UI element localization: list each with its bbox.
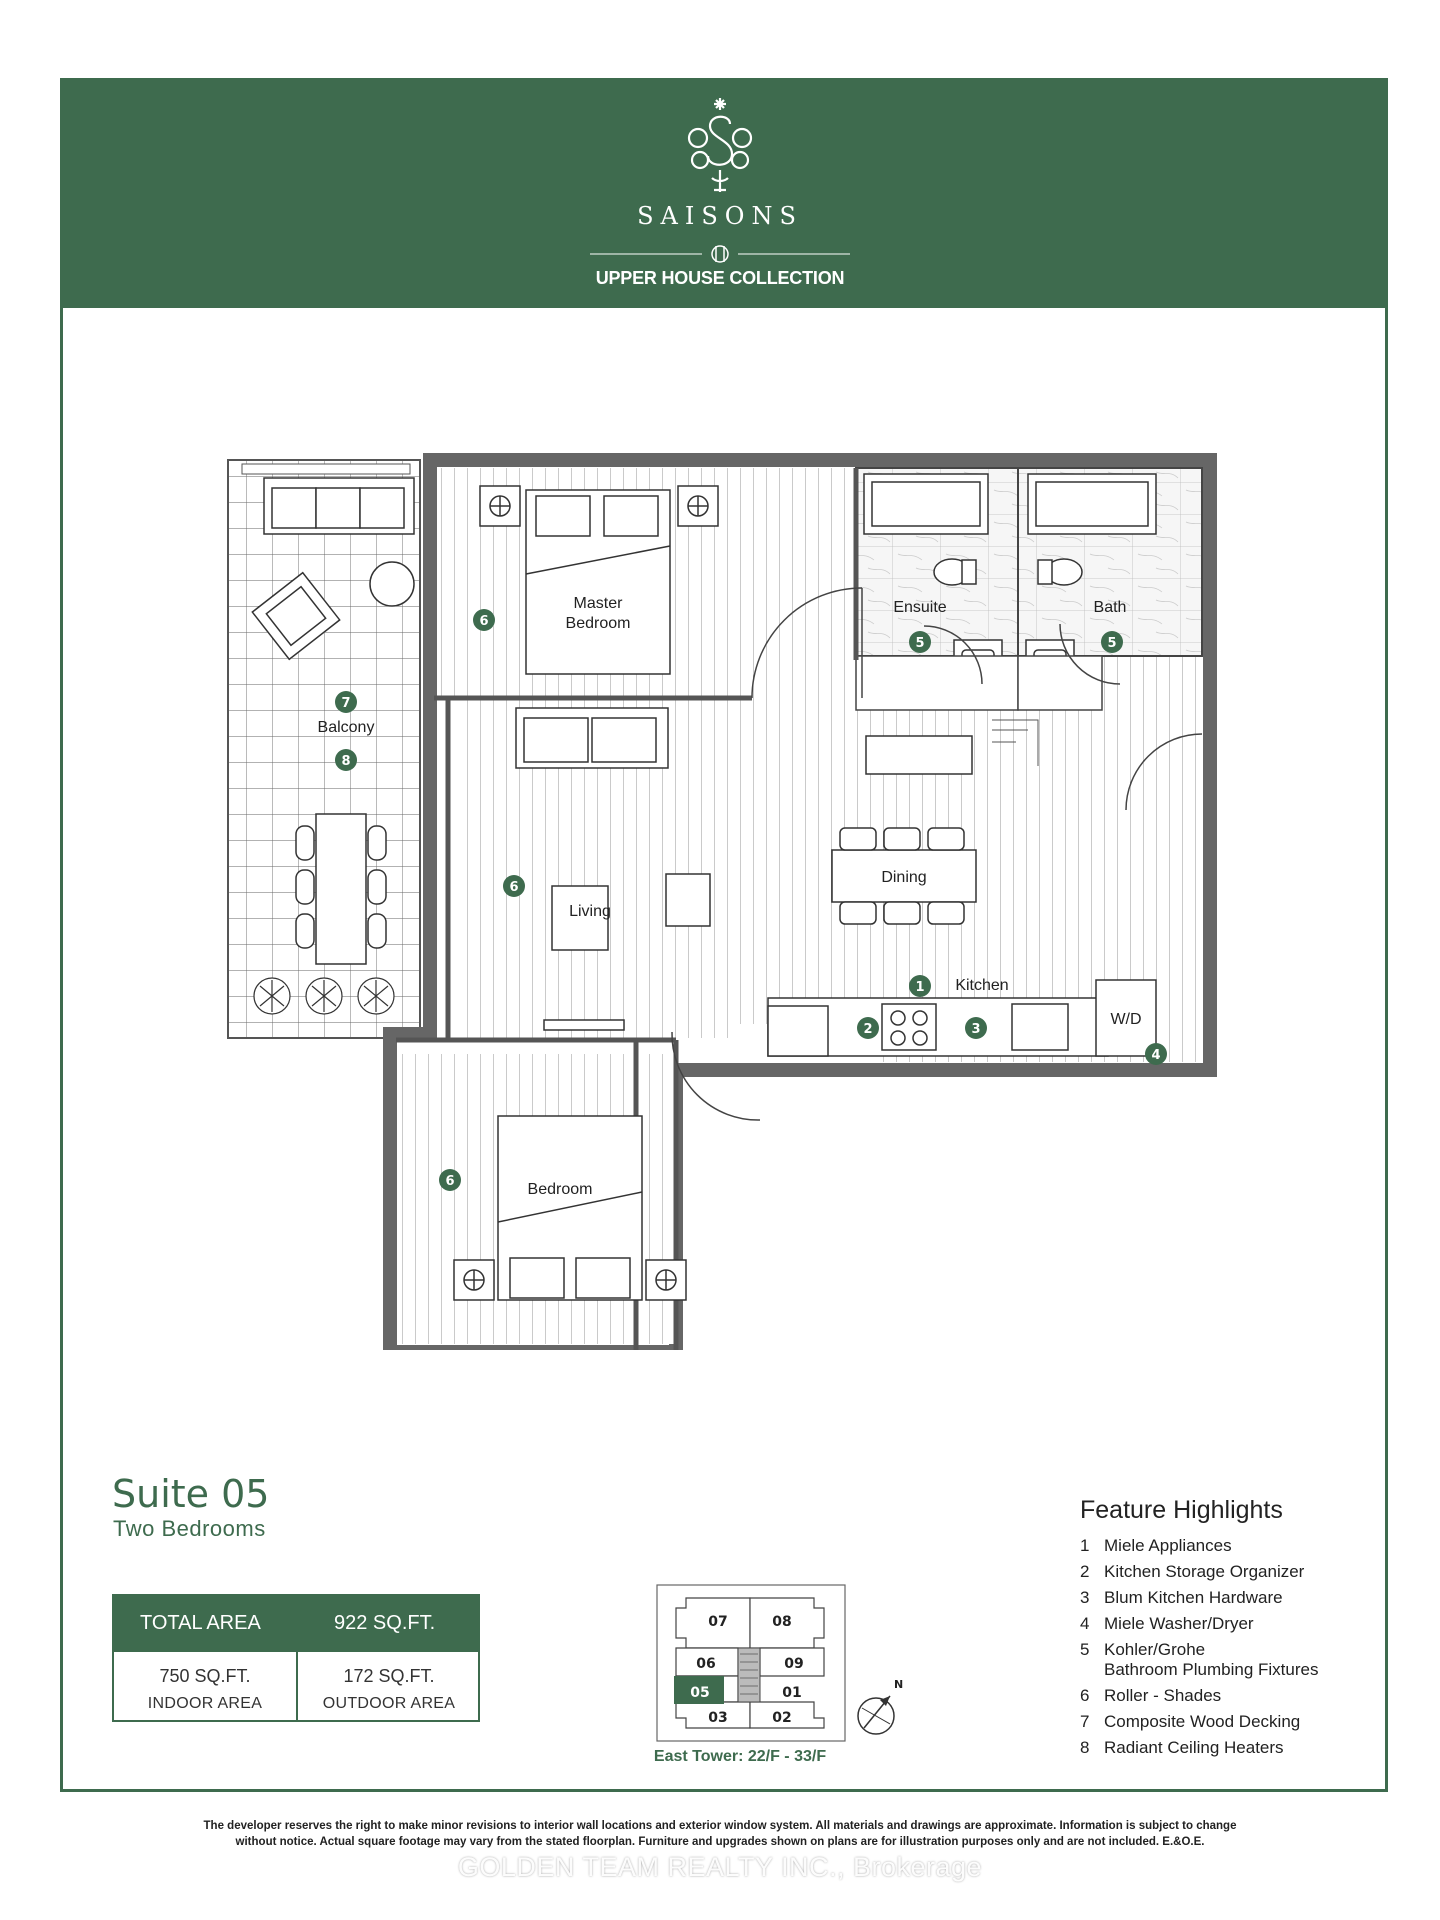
unit-label: 02	[772, 1710, 791, 1726]
compass-north-label: N	[894, 1678, 903, 1691]
label-master-bedroom-line2: Bedroom	[566, 615, 631, 632]
label-master-bedroom-line1: Master	[574, 595, 624, 612]
label-kitchen: Kitchen	[955, 977, 1008, 994]
unit-label: 01	[782, 1685, 801, 1701]
brand-divider-icon	[590, 245, 850, 263]
svg-text:4: 4	[1151, 1048, 1160, 1063]
key-plan-highlight	[674, 1676, 724, 1704]
collection-name: UPPER HOUSE COLLECTION	[595, 268, 845, 288]
balcony-armchair	[251, 571, 341, 661]
outdoor-area-label: OUTDOOR AREA	[322, 1695, 456, 1712]
label-ensuite: Ensuite	[893, 599, 946, 616]
dining-set	[831, 827, 977, 925]
brand-name: SAISONS	[637, 202, 803, 230]
bedroom-bed	[453, 1115, 687, 1301]
svg-text:3: 3	[971, 1022, 980, 1037]
suite-title: Suite 05	[112, 1472, 270, 1516]
label-washer-dryer: W/D	[1110, 1011, 1141, 1028]
cooktop	[881, 1003, 937, 1051]
marker-hardware: 3	[965, 1017, 987, 1039]
balcony-dining-set	[295, 813, 387, 965]
outdoor-area-cell: 172 SQ.FT. OUTDOOR AREA	[298, 1652, 480, 1720]
marker-balcony-bottom: 8	[335, 749, 357, 771]
unit-label: 09	[784, 1656, 803, 1672]
indoor-area-label: INDOOR AREA	[147, 1695, 263, 1712]
marker-kitchen: 1	[909, 975, 931, 997]
suite-subtitle: Two Bedrooms	[113, 1516, 266, 1541]
kitchen-counter	[767, 979, 1157, 1057]
area-table-header: TOTAL AREA 922 SQ.FT.	[114, 1596, 478, 1652]
svg-text:5: 5	[1107, 636, 1116, 651]
disclaimer: The developer reserves the right to make…	[150, 1818, 1290, 1850]
key-plan: 07 08 06 09 05 01 03 02	[656, 1584, 846, 1742]
svg-text:7: 7	[341, 696, 350, 711]
kitchen-island-counter	[865, 735, 973, 775]
total-area-label: TOTAL AREA	[140, 1612, 261, 1634]
unit-label: 07	[708, 1614, 727, 1630]
balcony-planters	[253, 977, 395, 1015]
label-living: Living	[569, 903, 611, 920]
living-sofa	[515, 707, 711, 1031]
label-balcony: Balcony	[318, 719, 375, 736]
marker-master: 6	[473, 609, 495, 631]
unit-label: 03	[708, 1710, 727, 1726]
compass-icon: N	[857, 1678, 903, 1735]
washer-dryer	[1095, 979, 1157, 1057]
svg-text:6: 6	[509, 880, 518, 895]
label-bath: Bath	[1094, 599, 1127, 616]
label-bedroom: Bedroom	[528, 1181, 593, 1198]
disclaimer-line: without notice. Actual square footage ma…	[235, 1836, 1205, 1848]
label-dining: Dining	[881, 869, 926, 886]
marker-storage: 2	[857, 1017, 879, 1039]
unit-label: 08	[772, 1614, 791, 1630]
svg-text:8: 8	[341, 754, 350, 769]
marker-washer: 4	[1145, 1043, 1167, 1065]
marker-living: 6	[503, 875, 525, 897]
brokerage-watermark: GOLDEN TEAM REALTY INC., Brokerage	[457, 1852, 983, 1882]
kitchen-sink	[1011, 1003, 1069, 1051]
svg-text:5: 5	[915, 636, 924, 651]
total-area-value: 922 SQ.FT.	[334, 1612, 436, 1634]
svg-text:6: 6	[445, 1174, 454, 1189]
svg-text:1: 1	[915, 980, 924, 995]
marker-ensuite: 5	[909, 631, 931, 653]
floor-plan: Master Bedroom Ensuite Bath Balcony Livi…	[227, 453, 1217, 1350]
marker-bath: 5	[1101, 631, 1123, 653]
area-table: TOTAL AREA 922 SQ.FT. 750 SQ.FT. INDOOR …	[112, 1594, 480, 1722]
balcony-sofa	[263, 477, 415, 535]
indoor-area-cell: 750 SQ.FT. INDOOR AREA	[114, 1652, 298, 1720]
svg-text:2: 2	[863, 1022, 872, 1037]
tower-label: East Tower: 22/F - 33/F	[653, 1748, 827, 1765]
disclaimer-line: The developer reserves the right to make…	[203, 1820, 1237, 1832]
monogram-s-logo	[687, 98, 753, 192]
unit-label-highlighted: 05	[690, 1685, 709, 1701]
svg-text:6: 6	[479, 614, 488, 629]
marker-bedroom: 6	[439, 1169, 461, 1191]
indoor-area-value: 750 SQ.FT.	[159, 1666, 251, 1686]
feature-markers: 6 5 5 7 8 6 1 2 3 4 6	[335, 609, 1167, 1191]
balcony-side-table	[369, 561, 415, 607]
living-armchair	[665, 873, 711, 927]
outdoor-area-value: 172 SQ.FT.	[343, 1666, 435, 1686]
master-bed	[479, 485, 719, 675]
features-title: Feature Highlights	[1080, 1496, 1283, 1524]
marker-balcony-top: 7	[335, 691, 357, 713]
unit-label: 06	[696, 1656, 715, 1672]
